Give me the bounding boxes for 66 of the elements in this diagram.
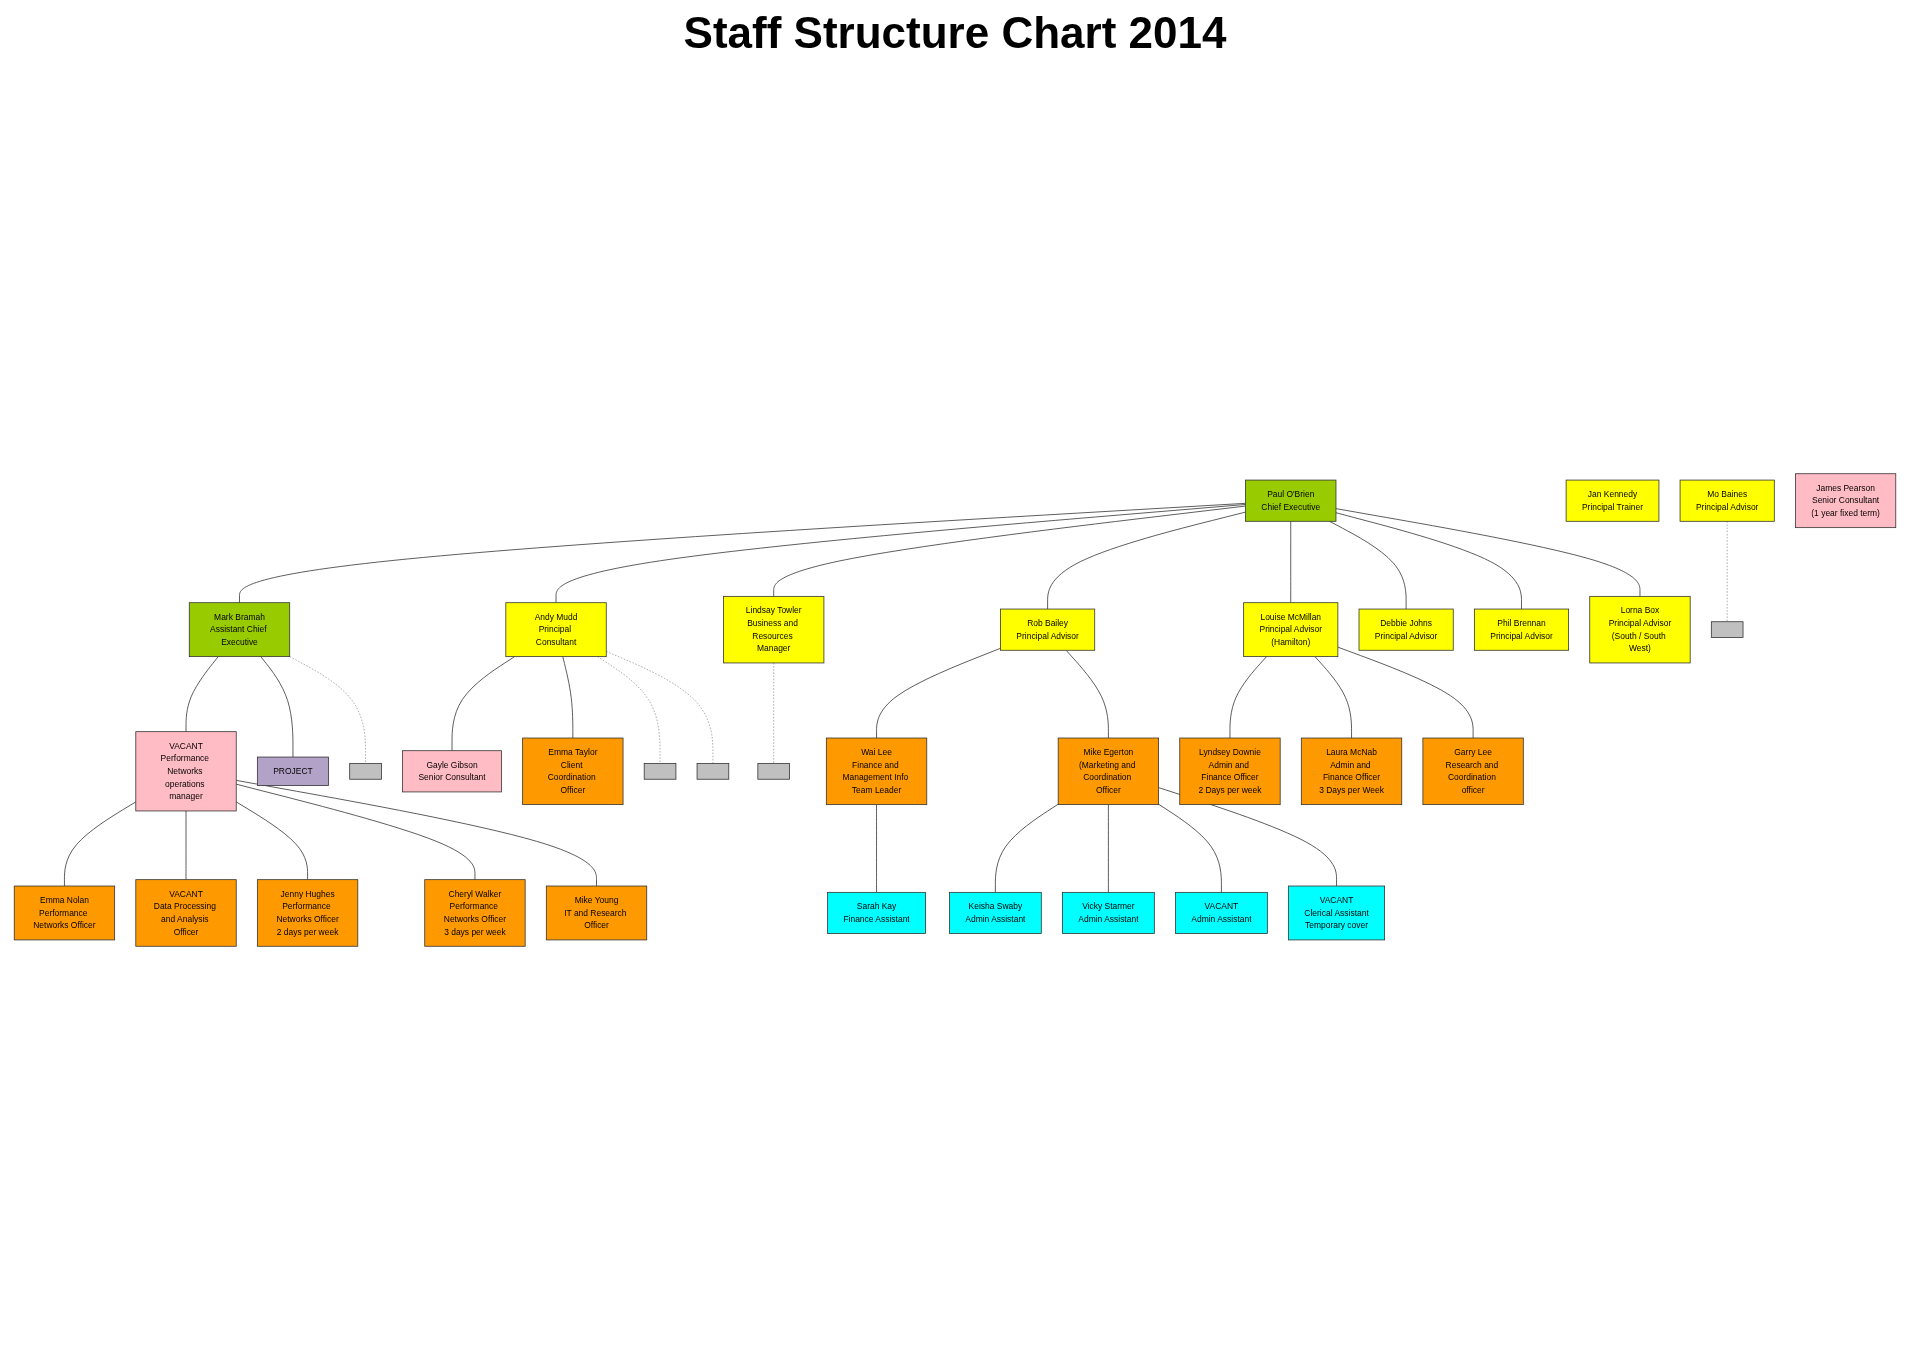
node-box: Sarah Kay Finance Assistant: [827, 891, 926, 934]
chart-title: Staff Structure Chart 2014: [682, 8, 1228, 58]
node-box: Keisha Swaby Admin Assistant: [949, 891, 1042, 934]
node-box: Phil Brennan Principal Advisor: [1474, 608, 1569, 651]
node-box: Paul O'Brien Chief Executive: [1245, 479, 1337, 522]
connector: [185, 810, 187, 881]
node-box: VACANT Clerical Assistant Temporary cover: [1288, 885, 1385, 941]
connector: [260, 656, 294, 758]
connector: [597, 656, 661, 764]
node-box: Louise McMillan Principal Advisor (Hamilton): [1243, 602, 1339, 657]
connector: [555, 504, 1246, 604]
connector: [994, 803, 1059, 893]
connector: [562, 656, 574, 739]
node-box: Laura McNab Admin and Finance Officer 3 Days per Week: [1300, 737, 1403, 805]
node-box: Emma Taylor Client Coordination Officer: [522, 737, 624, 805]
connector: [1314, 656, 1352, 739]
connector: [289, 656, 366, 764]
node-box: Rob Bailey Principal Advisor: [1000, 608, 1096, 651]
connector: [235, 779, 597, 887]
node-box: Vicky Starmer Admin Assistant: [1062, 891, 1155, 934]
connector: [1065, 649, 1109, 739]
node-box: Gayle Gibson Senior Consultant: [402, 750, 502, 793]
connector: [235, 801, 308, 881]
node-box: Wai Lee Finance and Management Info Team Leader: [825, 737, 928, 805]
node-box: Mike Egerton (Marketing and Coordination Officer: [1057, 737, 1159, 805]
connector: [1335, 512, 1522, 610]
node-box: Andy Mudd Principal Consultant: [505, 602, 607, 657]
node-box: [1710, 621, 1744, 638]
connector: [876, 647, 1001, 739]
node-box: VACANT Performance Networks operations manager: [135, 731, 237, 812]
connector: [239, 502, 1246, 604]
node-box: [696, 763, 730, 780]
node-box: Garry Lee Research and Coordination officer: [1422, 737, 1524, 805]
node-box: [643, 763, 677, 780]
node-box: Lorna Box Principal Advisor (South / South West): [1589, 595, 1691, 664]
node-box: VACANT Data Processing and Analysis Officer: [135, 879, 237, 947]
connector: [185, 656, 219, 733]
connector: [64, 801, 137, 887]
node-box: VACANT Admin Assistant: [1175, 891, 1268, 934]
connector: [1158, 803, 1222, 893]
connector: [1108, 804, 1109, 893]
node-box: [349, 763, 382, 780]
node-box: Mark Bramah Assistant Chief Executive: [188, 602, 291, 657]
node-box: Jenny Hughes Performance Networks Officer 2 days per week: [256, 879, 359, 947]
connector: [235, 783, 476, 881]
node-box: Mo Baines Principal Advisor: [1679, 479, 1775, 522]
connector: [773, 505, 1246, 597]
connector: [1290, 520, 1292, 604]
node-box: Cheryl Walker Performance Networks Officer 3 days per week: [424, 879, 526, 947]
node-box: Debbie Johns Principal Advisor: [1358, 608, 1454, 651]
connector: [1329, 520, 1407, 610]
node-box: James Pearson Senior Consultant (1 year fixed term): [1795, 473, 1897, 529]
node-box: Lindsay Towler Business and Resources Manager: [723, 595, 825, 664]
connector: [451, 656, 515, 752]
node-box: Emma Nolan Performance Networks Officer: [13, 885, 116, 941]
node-box: Jan Kennedy Principal Trainer: [1565, 479, 1660, 522]
node-box: [757, 763, 790, 780]
connector: [773, 662, 775, 764]
connector: [1047, 511, 1246, 610]
node-box: Mike Young IT and Research Officer: [545, 885, 648, 941]
connector: [1337, 646, 1474, 739]
connector: [1335, 508, 1641, 597]
node-box: Lyndsey Downie Admin and Finance Officer 2 Days per week: [1179, 737, 1281, 805]
connector: [876, 804, 877, 893]
node-box: PROJECT: [256, 756, 329, 786]
connector: [1229, 656, 1267, 739]
